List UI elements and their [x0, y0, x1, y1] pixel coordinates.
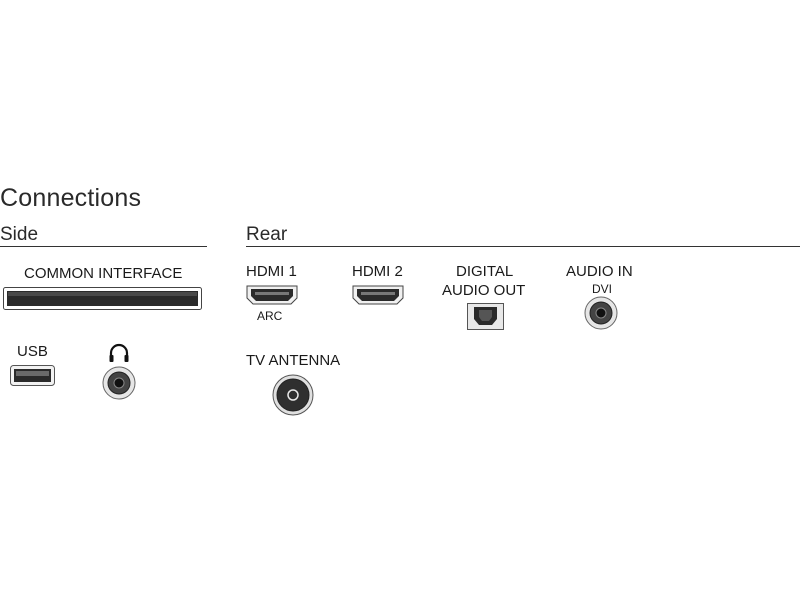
headphones-icon [109, 343, 129, 362]
headphone-jack-icon [102, 366, 136, 400]
digital-label-line1: DIGITAL [456, 263, 514, 280]
side-divider [0, 246, 207, 247]
page-title: Connections [0, 184, 142, 212]
hdmi1-arc-label: ARC [257, 309, 283, 323]
audio-jack-icon [584, 296, 618, 330]
side-heading: Side [0, 224, 39, 245]
hdmi-port-icon [352, 285, 404, 305]
hdmi2-label: HDMI 2 [352, 263, 403, 280]
optical-port-icon [467, 303, 504, 330]
audio-in-dvi-label: DVI [592, 282, 613, 296]
usb-label: USB [17, 343, 48, 360]
hdmi1-label: HDMI 1 [246, 263, 297, 280]
common-interface-slot-icon [3, 287, 202, 310]
hdmi-port-icon [246, 285, 298, 305]
audio-in-label: AUDIO IN [566, 263, 633, 280]
usb-port-icon [10, 365, 55, 386]
digital-label-line2: AUDIO OUT [442, 282, 526, 299]
common-interface-label: COMMON INTERFACE [24, 265, 183, 282]
tv-antenna-label: TV ANTENNA [246, 352, 341, 369]
rear-heading: Rear [246, 224, 288, 245]
antenna-port-icon [272, 374, 314, 416]
rear-divider [246, 246, 800, 247]
